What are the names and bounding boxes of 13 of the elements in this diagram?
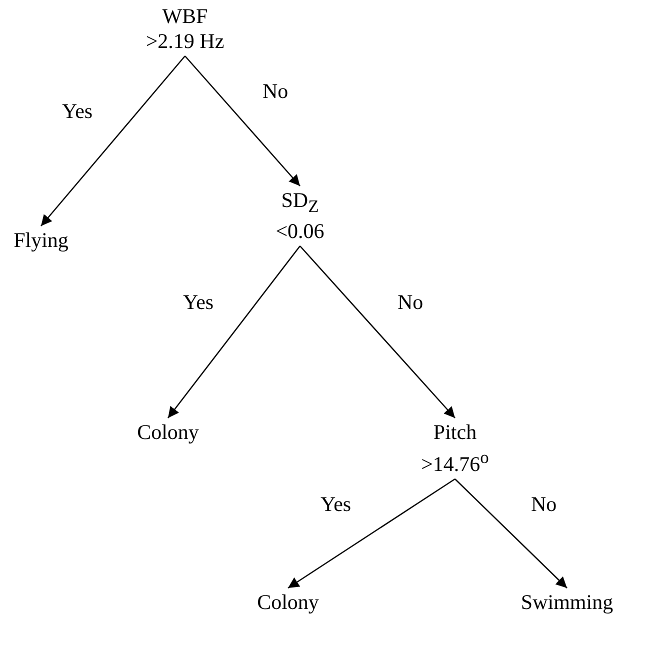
arrow [40,56,186,226]
arrow [300,246,456,418]
node-label: Pitch >14.76$^{o}$ [410,420,500,477]
arrow [454,478,568,588]
node-label: Flying [4,228,78,253]
node-label: SD$_{Z}$ <0.06 [262,188,338,244]
arrow [288,478,456,589]
node-label: Colony [128,420,208,445]
node-label: Swimming [512,590,622,615]
arrow [184,56,300,186]
node-label: Colony [248,590,328,615]
arrow [167,246,301,418]
node-label: WBF >2.19 Hz [140,4,230,54]
